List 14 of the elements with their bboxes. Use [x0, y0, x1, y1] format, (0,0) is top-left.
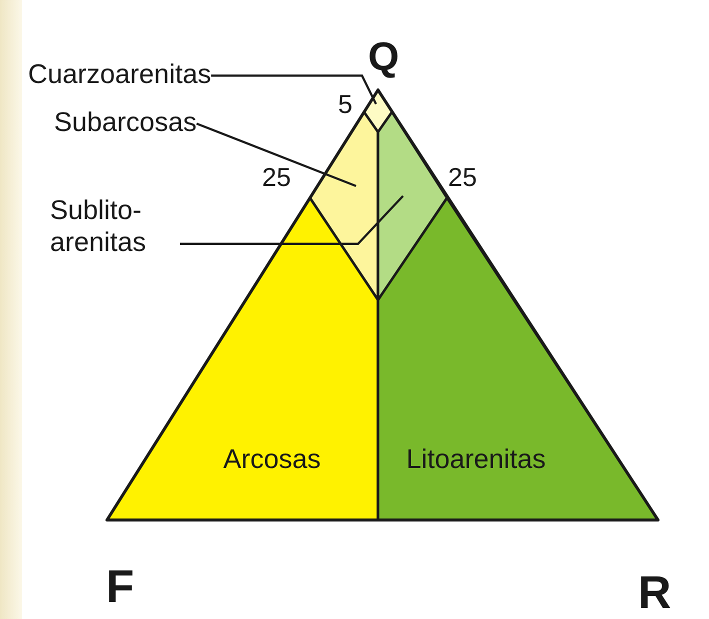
region-label: Litoarenitas — [406, 444, 546, 474]
vertex-label: R — [638, 568, 672, 616]
vertex-label: F — [106, 562, 134, 610]
leader-line — [180, 195, 404, 245]
region-label: Arcosas — [223, 444, 321, 474]
class-label: Subarcosas — [54, 106, 197, 138]
percent-label: 25 — [262, 163, 291, 191]
leader-line — [196, 122, 356, 188]
percent-label: 25 — [448, 163, 477, 191]
percent-label: 5 — [338, 90, 352, 118]
vertex-label: Q — [368, 36, 400, 78]
class-label: Sublito- arenitas — [50, 194, 180, 258]
leader-line — [211, 74, 377, 104]
class-label: Cuarzoarenitas — [28, 58, 212, 90]
